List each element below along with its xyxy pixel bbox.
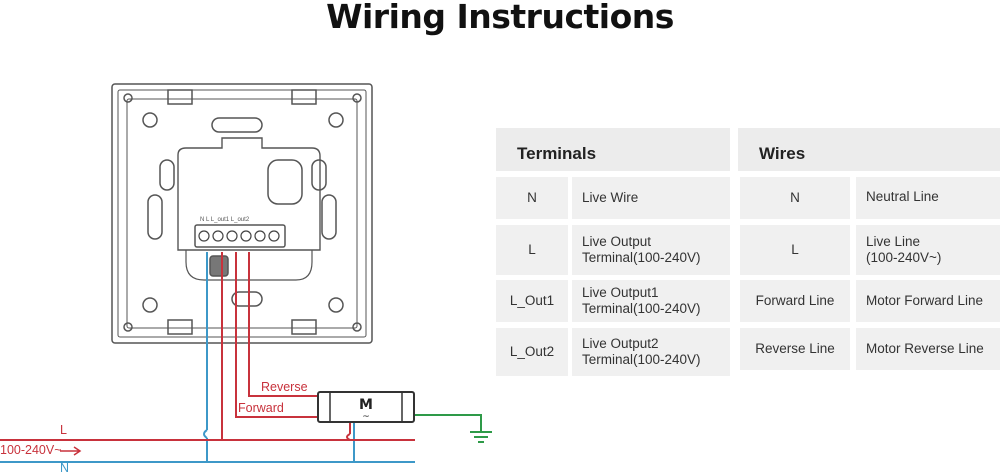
live-line-label: L bbox=[60, 423, 67, 437]
table-cell: L_Out2 bbox=[496, 328, 568, 376]
motor-ac-symbol: ~ bbox=[362, 412, 370, 422]
supply-voltage-label: 100-240V~ bbox=[0, 443, 62, 457]
table-cell: L_Out1 bbox=[496, 280, 568, 322]
supply-arrow-icon bbox=[60, 446, 82, 456]
table-cell: Live Output1 Terminal(100-240V) bbox=[572, 280, 730, 322]
forward-wire-label: Forward bbox=[238, 401, 284, 415]
motor-box bbox=[317, 391, 415, 423]
table-cell: N bbox=[496, 177, 568, 219]
wires-header: Wires bbox=[738, 128, 1000, 171]
motor-label: M bbox=[359, 397, 373, 413]
table-cell: L bbox=[740, 225, 850, 275]
terminals-header: Terminals bbox=[496, 128, 730, 171]
earth-wire bbox=[415, 414, 492, 443]
table-cell: Motor Reverse Line bbox=[856, 328, 1000, 370]
page-title: Wiring Instructions bbox=[326, 0, 674, 36]
table-cell: Live Wire bbox=[572, 177, 730, 219]
table-cell: Forward Line bbox=[740, 280, 850, 322]
terminal-block bbox=[198, 230, 280, 242]
terminal-labels: N L L_out1 L_out2 bbox=[200, 217, 250, 223]
table-cell: Live Line (100-240V~) bbox=[856, 225, 1000, 275]
reverse-wire-label: Reverse bbox=[261, 380, 308, 394]
switch-back-plate bbox=[111, 83, 373, 344]
neutral-line-label: N bbox=[60, 461, 69, 473]
table-cell: Motor Forward Line bbox=[856, 280, 1000, 322]
table-cell: L bbox=[496, 225, 568, 275]
table-cell: N bbox=[740, 177, 850, 219]
table-cell: Live Output2 Terminal(100-240V) bbox=[572, 328, 730, 376]
neutral-wires bbox=[0, 252, 415, 463]
table-cell: Reverse Line bbox=[740, 328, 850, 370]
table-cell: Live Output Terminal(100-240V) bbox=[572, 225, 730, 275]
table-cell: Neutral Line bbox=[856, 177, 1000, 219]
live-wires bbox=[0, 252, 415, 441]
